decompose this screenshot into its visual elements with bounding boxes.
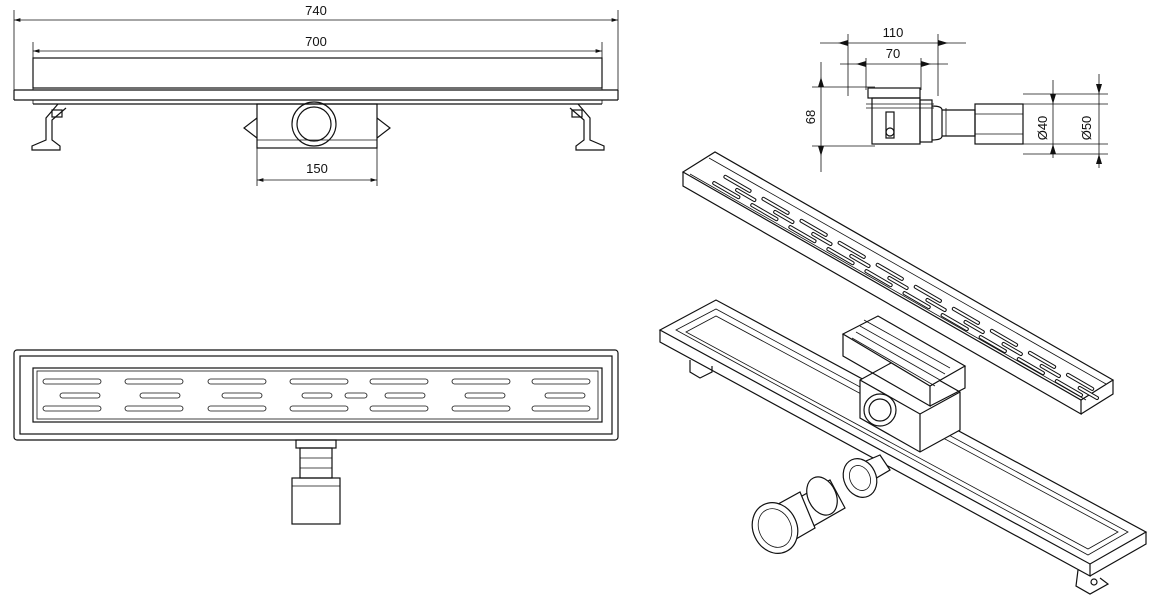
isometric-view: [658, 151, 1148, 595]
iso-slot: [1066, 373, 1094, 390]
iso-slot: [751, 204, 778, 221]
dim-label-68: 68: [803, 110, 818, 124]
iso-channel: [658, 299, 1148, 595]
iso-slot: [1017, 358, 1044, 375]
dim-label-700: 700: [305, 34, 327, 49]
iso-slot: [1078, 387, 1098, 399]
side-view: 110 70 68 Ø40 Ø5: [803, 25, 1108, 172]
grate-slots: [42, 378, 591, 412]
iso-slot: [990, 329, 1018, 346]
iso-slot: [827, 248, 854, 265]
iso-slot: [876, 263, 903, 280]
iso-slot: [800, 219, 827, 236]
front-view: 740 700 150: [13, 3, 619, 186]
iso-slot: [812, 233, 832, 245]
iso-slot: [838, 241, 865, 258]
iso-slot: [865, 270, 892, 287]
iso-slot: [1055, 380, 1083, 397]
iso-slot: [903, 292, 930, 309]
dim-label-150: 150: [306, 161, 328, 176]
iso-slot: [1040, 365, 1060, 377]
iso-slot: [713, 182, 740, 199]
iso-slot: [774, 211, 794, 223]
iso-slot: [762, 197, 789, 214]
iso-slot: [888, 277, 908, 289]
iso-slot: [952, 307, 980, 324]
dim-label-110: 110: [883, 25, 904, 40]
iso-grate-slots: [712, 174, 1099, 400]
iso-slot: [850, 255, 870, 267]
iso-slot: [926, 299, 946, 311]
iso-slot: [964, 321, 984, 333]
iso-slot: [914, 285, 941, 302]
dim-label-d50: Ø50: [1079, 116, 1094, 141]
iso-slot: [1028, 351, 1056, 368]
iso-slot: [724, 175, 751, 192]
iso-slot: [941, 314, 968, 331]
dim-label-70: 70: [886, 46, 900, 61]
iso-slot: [979, 336, 1006, 353]
iso-slot: [789, 226, 816, 243]
iso-slot: [1002, 343, 1022, 355]
dim-label-740: 740: [305, 3, 327, 18]
dim-label-d40: Ø40: [1035, 116, 1050, 141]
top-view: [13, 349, 619, 525]
iso-slot: [736, 189, 756, 201]
